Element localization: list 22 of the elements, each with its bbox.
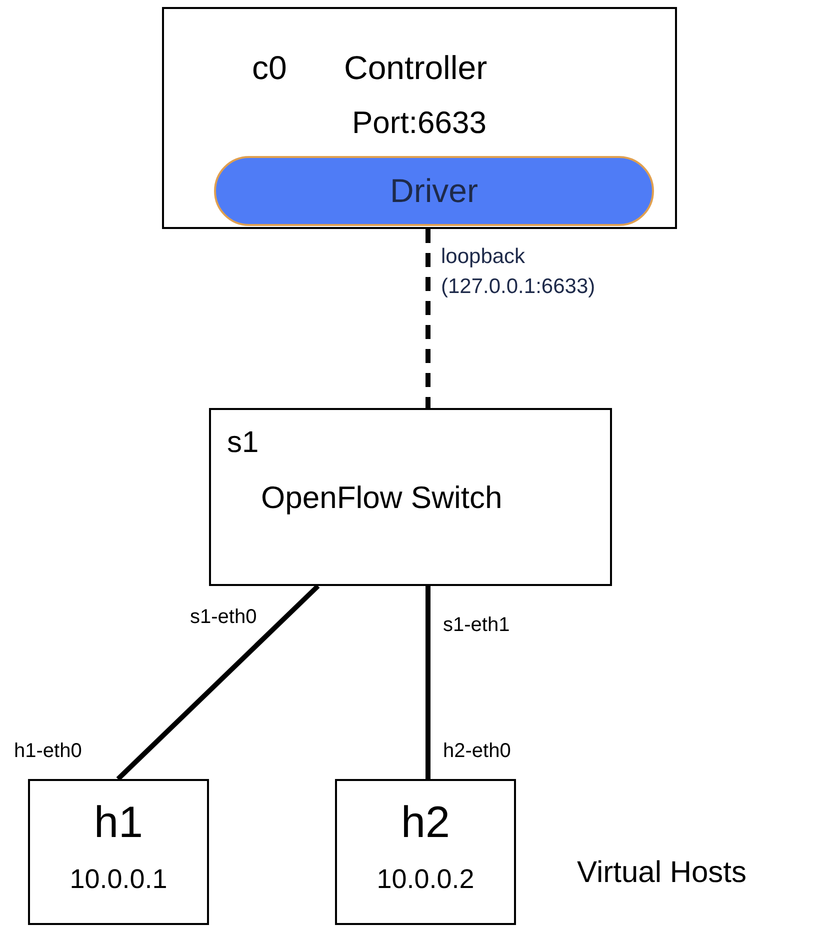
controller-title: Controller xyxy=(344,51,488,84)
switch-box xyxy=(209,408,612,586)
port-label: h2-eth0 xyxy=(443,739,511,764)
switch-title: OpenFlow Switch xyxy=(261,482,502,513)
link-line xyxy=(116,584,320,781)
host-name: h1 xyxy=(94,801,143,845)
ip-address: 10.0.0.1 xyxy=(70,863,168,896)
port-label: s1-eth0 xyxy=(190,605,257,630)
port-label: h1-eth0 xyxy=(14,739,82,764)
group-label: Virtual Hosts xyxy=(577,855,747,891)
controller-box xyxy=(162,7,677,229)
port-text: Port:6633 xyxy=(352,107,486,138)
driver-text: Driver xyxy=(390,171,478,212)
host-box xyxy=(28,779,209,925)
node-id: s1 xyxy=(227,428,259,458)
port-label: s1-eth1 xyxy=(443,613,510,638)
host-box xyxy=(335,779,516,925)
node-id: c0 xyxy=(252,51,287,84)
host-name: h2 xyxy=(401,801,450,845)
link-line xyxy=(426,586,430,779)
dashed-link xyxy=(426,229,430,408)
ip-address: 10.0.0.2 xyxy=(376,863,474,896)
